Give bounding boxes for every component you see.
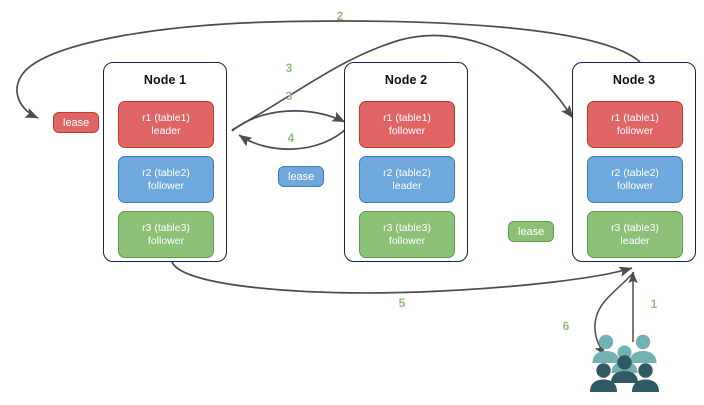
replica-r3-node1[interactable]: r3 (table3) follower (118, 211, 214, 258)
step-label-6: 6 (562, 319, 570, 333)
replica-r1-node2[interactable]: r1 (table1) follower (359, 101, 455, 148)
replica-role: follower (616, 124, 654, 137)
replica-name: r3 (table3) (611, 221, 659, 234)
arrow-step-5 (171, 261, 633, 294)
user-figure-front-right (632, 363, 659, 392)
step-label-3a: 3 (285, 61, 293, 75)
replica-name: r3 (table3) (142, 221, 190, 234)
replica-role: leader (620, 234, 650, 247)
lease-label: lease (518, 225, 545, 238)
replica-r3-node2[interactable]: r3 (table3) follower (359, 211, 455, 258)
step-label-1: 1 (650, 297, 658, 311)
users-group-icon (588, 332, 664, 394)
node-container-2[interactable]: Node 2 r1 (table1) follower r2 (table2) … (344, 62, 468, 262)
node-title: Node 2 (384, 73, 428, 87)
lease-badge-blue[interactable]: lease (278, 166, 325, 187)
replica-r1-node1[interactable]: r1 (table1) leader (118, 101, 214, 148)
replica-role: follower (388, 124, 426, 137)
lease-label: lease (288, 170, 315, 183)
users-icon-svg (590, 334, 659, 392)
replica-role: leader (392, 179, 422, 192)
replica-name: r2 (table2) (611, 166, 659, 179)
replica-r2-node1[interactable]: r2 (table2) follower (118, 156, 214, 203)
step-label-3b: 3 (285, 89, 293, 103)
node-container-1[interactable]: Node 1 r1 (table1) leader r2 (table2) fo… (103, 62, 227, 262)
node-title: Node 1 (143, 73, 187, 87)
user-figure-front-left (590, 363, 617, 392)
replica-role: follower (616, 179, 654, 192)
replica-r2-node3[interactable]: r2 (table2) follower (587, 156, 683, 203)
replica-r2-node2[interactable]: r2 (table2) leader (359, 156, 455, 203)
node-title: Node 3 (612, 73, 656, 87)
user-figure-back-left (592, 334, 620, 363)
lease-label: lease (63, 116, 90, 129)
arrow-step-3b (231, 110, 346, 132)
replica-role: follower (147, 234, 185, 247)
replica-name: r1 (table1) (142, 111, 190, 124)
user-figure-front-center (611, 355, 638, 383)
replica-role: follower (388, 234, 426, 247)
step-label-4: 4 (287, 131, 295, 145)
replica-name: r1 (table1) (383, 111, 431, 124)
user-figure-back-right (629, 334, 657, 363)
step-label-5: 5 (398, 296, 406, 310)
replica-name: r2 (table2) (383, 166, 431, 179)
replica-name: r2 (table2) (142, 166, 190, 179)
replica-role: leader (151, 124, 181, 137)
lease-badge-red[interactable]: lease (53, 112, 100, 133)
lease-badge-green[interactable]: lease (508, 221, 555, 242)
replica-name: r1 (table1) (611, 111, 659, 124)
replica-r1-node3[interactable]: r1 (table1) follower (587, 101, 683, 148)
replica-name: r3 (table3) (383, 221, 431, 234)
replica-role: follower (147, 179, 185, 192)
step-label-2: 2 (336, 9, 344, 23)
node-container-3[interactable]: Node 3 r1 (table1) follower r2 (table2) … (572, 62, 696, 262)
replica-r3-node3[interactable]: r3 (table3) leader (587, 211, 683, 258)
